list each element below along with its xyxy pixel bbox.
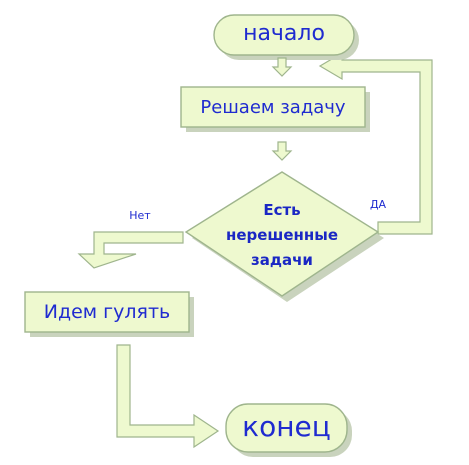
start-label: начало (243, 21, 325, 46)
action-box (24, 291, 190, 333)
decision-label-line2: нерешенные (225, 226, 339, 244)
no-label: Нет (129, 209, 151, 222)
action-label: Идем гулять (43, 301, 171, 323)
decision-label-line3: задачи (251, 251, 313, 269)
decision-label-line1: Есть (263, 201, 301, 219)
end-label: конец (242, 410, 331, 443)
yes-label: ДА (369, 198, 387, 211)
arrow-start-to-process (271, 57, 293, 77)
decision-diamond (184, 171, 380, 297)
arrow-action-to-end (116, 344, 220, 449)
arrow-process-to-decision (271, 141, 293, 161)
start-terminal (213, 14, 355, 56)
process-label: Решаем задачу (200, 97, 346, 118)
no-branch-arrow (77, 231, 184, 269)
process-box (180, 86, 366, 128)
end-terminal (225, 403, 348, 453)
